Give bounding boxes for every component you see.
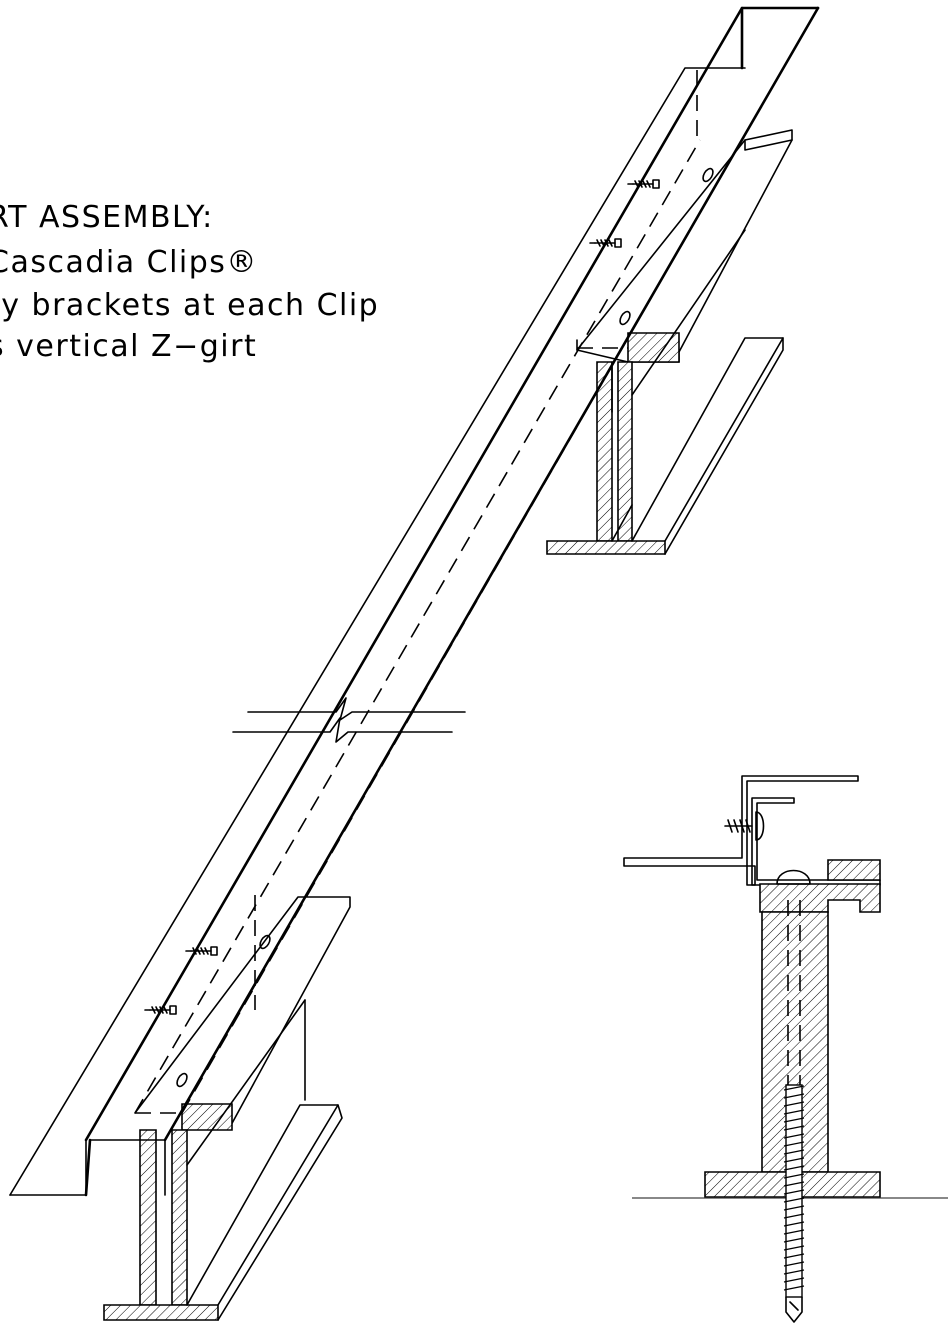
break-line: [232, 697, 466, 743]
hole-icon: [702, 167, 714, 183]
note-line-2: Cascadia Clips®: [0, 245, 258, 280]
screw-icon: [627, 179, 660, 189]
bolt-head-icon: [776, 869, 811, 885]
screw-icon: [185, 946, 218, 956]
girt-screw-icon: [724, 811, 765, 841]
hole-icon: [176, 1072, 188, 1088]
hole-icon: [259, 934, 271, 950]
lower-clip-bracket: [103, 896, 351, 1321]
note-line-1: RT ASSEMBLY:: [0, 200, 214, 235]
girt-fasteners: [144, 167, 714, 1088]
upper-clip-bracket: [546, 129, 793, 555]
hole-icon: [619, 310, 631, 326]
z-girt: [9, 6, 820, 1197]
note-line-3: ty brackets at each Clip: [0, 288, 379, 323]
assembly-notes: RT ASSEMBLY: Cascadia Clips® ty brackets…: [0, 200, 379, 364]
self-drilling-screw-icon: [783, 1084, 805, 1323]
section-detail: [623, 775, 948, 1323]
note-line-4: s vertical Z−girt: [0, 329, 257, 364]
